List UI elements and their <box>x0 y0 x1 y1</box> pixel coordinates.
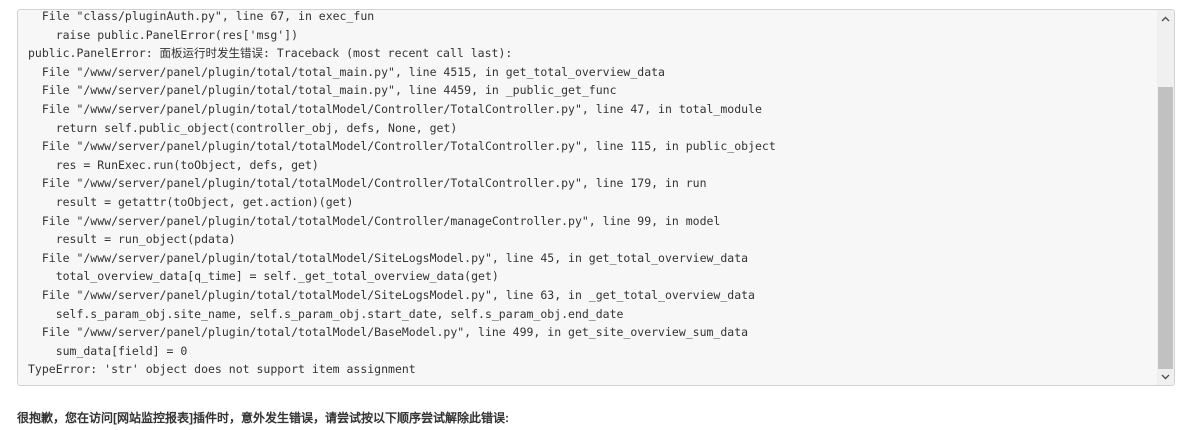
traceback-line: File "/www/server/panel/plugin/total/tot… <box>28 83 617 98</box>
traceback-line: self.s_param_obj.site_name, self.s_param… <box>28 306 624 321</box>
traceback-line: total_overview_data[q_time] = self._get_… <box>28 269 499 284</box>
traceback-line: File "/www/server/panel/plugin/total/tot… <box>28 325 749 340</box>
traceback-line: File "/www/server/panel/plugin/total/tot… <box>28 287 755 302</box>
traceback-line: TypeError: 'str' object does not support… <box>28 362 416 377</box>
traceback-line: result = run_object(pdata) <box>28 232 236 247</box>
traceback-line: File "/www/server/panel/plugin/total/tot… <box>28 213 721 228</box>
traceback-line: File "/www/server/panel/plugin/total/tot… <box>28 250 749 265</box>
traceback-line: File "/www/server/panel/plugin/total/tot… <box>28 139 776 154</box>
traceback-line: res = RunExec.run(toObject, defs, get) <box>28 157 319 172</box>
traceback-line: File "/www/server/panel/plugin/total/tot… <box>28 101 762 116</box>
scroll-down-button[interactable] <box>1157 368 1174 385</box>
traceback-line: return self.public_object(controller_obj… <box>28 120 458 135</box>
triangle-down-icon <box>1161 374 1170 379</box>
vertical-scrollbar[interactable] <box>1157 10 1174 385</box>
scrollbar-thumb[interactable] <box>1158 87 1173 369</box>
triangle-up-icon <box>1161 16 1170 21</box>
traceback-line: raise public.PanelError(res['msg']) <box>28 27 299 42</box>
traceback-line: File "class/pluginAuth.py", line 67, in … <box>28 10 375 23</box>
scroll-up-button[interactable] <box>1157 10 1174 27</box>
traceback-line: public.PanelError: 面板运行时发生错误: Traceback … <box>28 46 513 61</box>
traceback-text: File "class/pluginAuth.py", line 67, in … <box>18 10 1156 385</box>
error-help-message: 很抱歉，您在访问[网站监控报表]插件时，意外发生错误，请尝试按以下顺序尝试解除此… <box>17 411 509 425</box>
error-traceback-box[interactable]: File "class/pluginAuth.py", line 67, in … <box>17 9 1175 386</box>
traceback-line: File "/www/server/panel/plugin/total/tot… <box>28 64 665 79</box>
traceback-line: result = getattr(toObject, get.action)(g… <box>28 194 354 209</box>
traceback-line: sum_data[field] = 0 <box>28 343 188 358</box>
traceback-line: File "/www/server/panel/plugin/total/tot… <box>28 176 707 191</box>
